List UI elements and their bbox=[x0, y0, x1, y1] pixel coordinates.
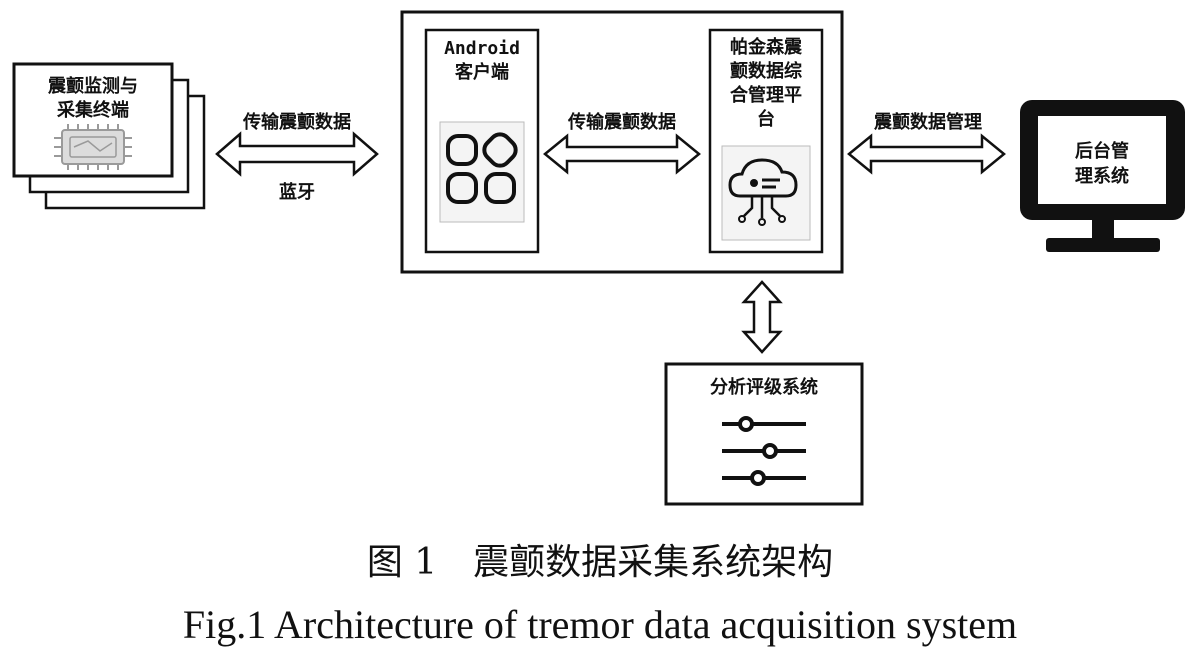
analysis-system-node: 分析评级系统 bbox=[664, 362, 864, 506]
backend-label-2: 理系统 bbox=[1075, 165, 1129, 187]
android-client-label-2: 客户端 bbox=[455, 61, 509, 83]
management-platform-node: 帕金森震 颤数据综 合管理平 台 bbox=[708, 28, 824, 254]
double-arrow-vertical-icon bbox=[741, 280, 783, 354]
platform-label-1: 帕金森震 bbox=[730, 36, 803, 58]
figure-caption-en: Fig.1 Architecture of tremor data acquis… bbox=[183, 602, 1017, 647]
android-client-label-1: Android bbox=[444, 38, 520, 59]
double-arrow-icon bbox=[543, 133, 701, 175]
platform-label-3: 合管理平 bbox=[730, 84, 802, 106]
edge-platform-backend: 震颤数据管理 bbox=[847, 111, 1006, 175]
backend-system-node: 后台管 理系统 bbox=[1020, 100, 1185, 252]
edge-android-platform: 传输震颤数据 bbox=[543, 111, 701, 175]
android-client-node: Android 客户端 bbox=[424, 28, 540, 254]
app-grid-icon bbox=[439, 121, 525, 223]
edge-platform-analysis bbox=[741, 280, 783, 354]
edge-label-transmit-2: 传输震颤数据 bbox=[567, 111, 676, 133]
sensor-terminal-label-2: 采集终端 bbox=[56, 99, 129, 121]
analysis-system-label: 分析评级系统 bbox=[710, 376, 818, 398]
monitor-icon bbox=[1020, 100, 1185, 252]
edge-label-bluetooth: 蓝牙 bbox=[279, 182, 315, 203]
chip-icon bbox=[54, 124, 132, 170]
sensor-terminal-node: 震颤监测与 采集终端 bbox=[12, 62, 206, 210]
edge-label-data-management: 震颤数据管理 bbox=[874, 111, 982, 133]
figure-caption-zh: 图 1 震颤数据采集系统架构 bbox=[367, 542, 833, 583]
edge-label-transmit-1: 传输震颤数据 bbox=[242, 111, 351, 133]
sensor-terminal-label-1: 震颤监测与 bbox=[48, 75, 138, 97]
double-arrow-icon bbox=[215, 131, 379, 177]
sliders-icon bbox=[722, 416, 806, 486]
cloud-data-icon bbox=[721, 145, 811, 241]
edge-sensor-android: 传输震颤数据 蓝牙 bbox=[215, 111, 379, 203]
platform-label-4: 台 bbox=[757, 108, 775, 130]
double-arrow-icon bbox=[847, 133, 1006, 175]
platform-label-2: 颤数据综 bbox=[730, 60, 802, 82]
backend-label-1: 后台管 bbox=[1075, 140, 1129, 162]
